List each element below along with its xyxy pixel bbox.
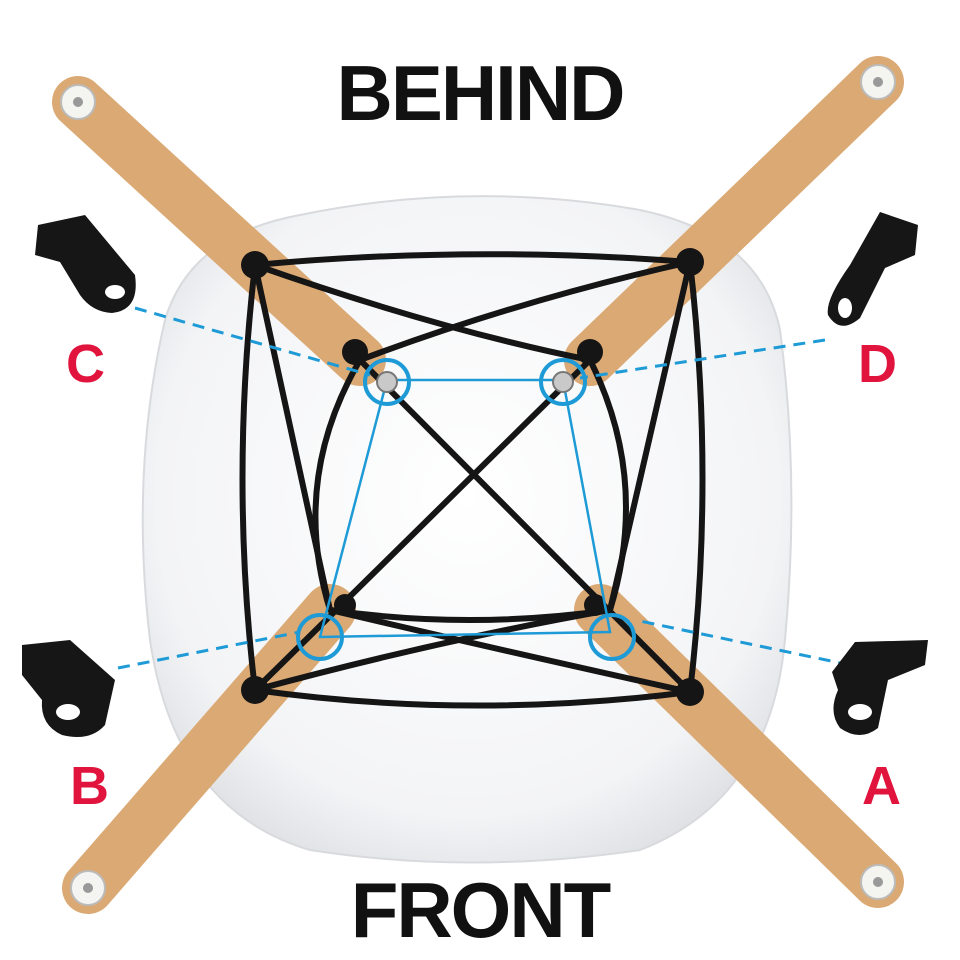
bracket-label-b: B [70,756,109,816]
bracket-b [22,640,115,738]
wooden-legs [52,56,904,914]
guide-lines [117,306,851,670]
bracket-label-a: A [862,756,901,816]
bracket-label-d: D [858,334,897,394]
bracket-holes [56,285,872,720]
leg-back-right [564,56,904,386]
mount-quad [318,378,612,639]
front-label: FRONT [350,866,612,954]
leg-back-left [52,76,386,386]
screw-icon [376,371,574,393]
bracket-d [827,212,918,326]
l-bracket-icon [22,212,928,738]
leg-foot-cap-centers [73,77,883,893]
metal-wire-frame [239,251,706,709]
bracket-a [832,640,928,735]
bracket-label-c: C [66,334,105,394]
mount-circles [296,358,636,661]
bracket-c [35,215,136,313]
leg-front-right [574,584,904,908]
dashed-bracket-guides [117,306,851,670]
behind-label: BEHIND [336,49,625,137]
frame-feet [241,248,704,706]
